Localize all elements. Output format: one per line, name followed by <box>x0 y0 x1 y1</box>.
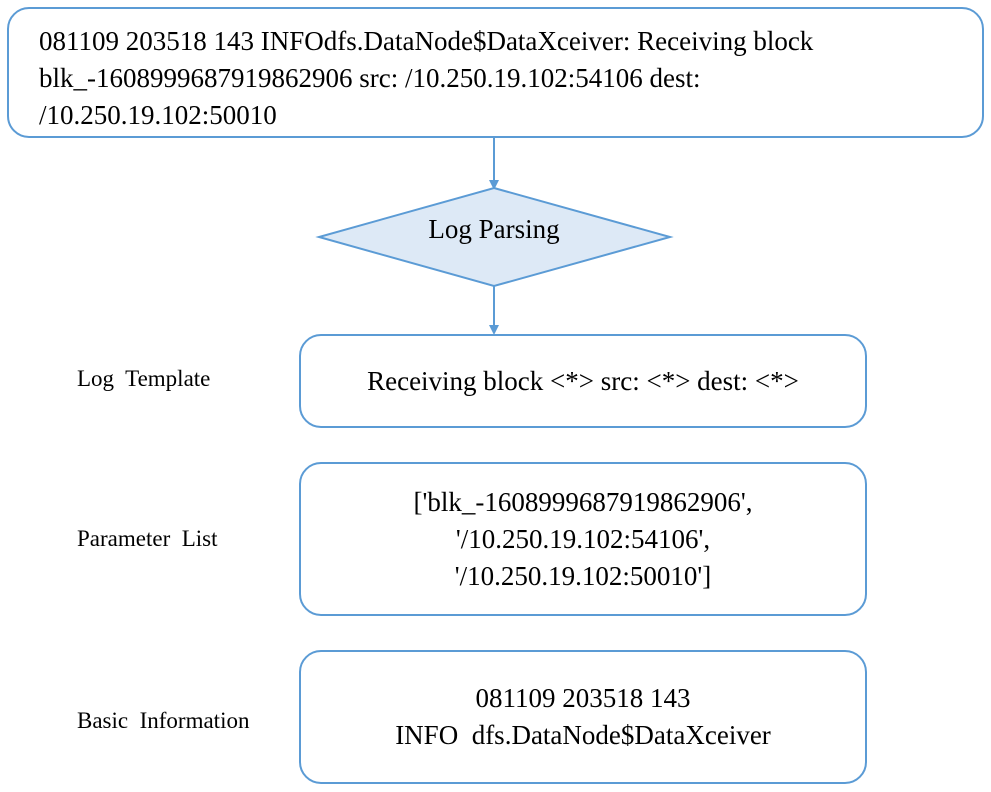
log-parsing-label: Log Parsing <box>428 214 560 244</box>
parameter-line-2: '/10.250.19.102:54106', <box>455 523 711 554</box>
basic-information-label: Basic Information <box>77 708 250 733</box>
log-template-box: Receiving block <*> src: <*> dest: <*> <box>299 334 867 428</box>
parameter-line-3: '/10.250.19.102:50010'] <box>454 560 712 591</box>
raw-log-box: 081109 203518 143 INFOdfs.DataNode$DataX… <box>7 7 984 138</box>
parameter-line-1: ['blk_-1608999687919862906', <box>413 486 753 517</box>
basic-information-box: 081109 203518 143 INFO dfs.DataNode$Data… <box>299 650 867 784</box>
basic-info-line-2: INFO dfs.DataNode$DataXceiver <box>395 720 771 750</box>
raw-log-line-3: /10.250.19.102:50010 <box>39 100 277 130</box>
parameter-list-label: Parameter List <box>77 526 218 551</box>
basic-info-line-1: 081109 203518 143 <box>475 683 691 713</box>
raw-log-line-1: 081109 203518 143 INFOdfs.DataNode$DataX… <box>39 26 814 56</box>
log-template-label: Log Template <box>77 366 211 391</box>
raw-log-line-2: blk_-1608999687919862906 src: /10.250.19… <box>39 63 701 93</box>
log-template-content: Receiving block <*> src: <*> dest: <*> <box>367 365 799 396</box>
parameter-list-box: ['blk_-1608999687919862906', '/10.250.19… <box>299 462 867 616</box>
